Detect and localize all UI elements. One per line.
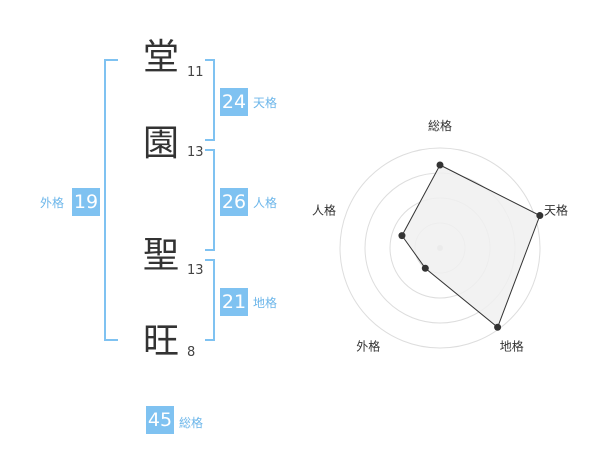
name-char-4: 旺 xyxy=(143,321,180,362)
radar-point-4 xyxy=(421,264,429,272)
chikaku-bracket xyxy=(205,259,215,341)
name-diagram: 堂 11 園 13 聖 13 旺 8 24 天格 26 人格 21 地格 外格 … xyxy=(40,37,278,434)
name-char-2: 園 xyxy=(143,123,180,164)
gaikaku-value-badge: 19 xyxy=(72,188,100,216)
radar-point-5 xyxy=(398,232,406,240)
radar-axis-label-4: 外格 xyxy=(356,339,380,354)
radar-series-polygon xyxy=(401,164,541,329)
tenkaku-bracket xyxy=(205,59,215,141)
radar-axis-label-2: 天格 xyxy=(544,202,568,217)
chikaku-value-badge: 21 xyxy=(220,288,248,316)
bracket-lines xyxy=(104,59,215,341)
jinkaku-bracket xyxy=(205,149,215,251)
radar-point-1 xyxy=(436,161,444,169)
soukaku-value-badge: 45 xyxy=(146,406,174,434)
tenkaku-label: 天格 xyxy=(253,96,278,110)
soukaku-label: 総格 xyxy=(179,416,204,430)
radar-point-2 xyxy=(536,212,544,220)
gaikaku-label: 外格 xyxy=(40,196,65,210)
radar-grid-ring xyxy=(339,147,541,349)
stroke-count-2: 13 xyxy=(187,145,204,160)
stroke-count-3: 13 xyxy=(187,263,204,278)
name-char-1: 堂 xyxy=(143,37,180,78)
tenkaku-value-badge: 24 xyxy=(220,88,248,116)
radar-axis-label-5: 人格 xyxy=(312,202,336,217)
chikaku-label: 地格 xyxy=(253,296,278,310)
stroke-count-4: 8 xyxy=(187,345,196,360)
stroke-count-1: 11 xyxy=(187,65,204,80)
name-char-3: 聖 xyxy=(143,235,180,276)
jinkaku-label: 人格 xyxy=(253,196,278,210)
radar-axis-label-1: 総格 xyxy=(428,118,452,133)
radar-point-3 xyxy=(494,323,502,331)
gaikaku-bracket xyxy=(104,59,118,341)
jinkaku-value-badge: 26 xyxy=(220,188,248,216)
radar-axis-label-3: 地格 xyxy=(500,339,524,354)
